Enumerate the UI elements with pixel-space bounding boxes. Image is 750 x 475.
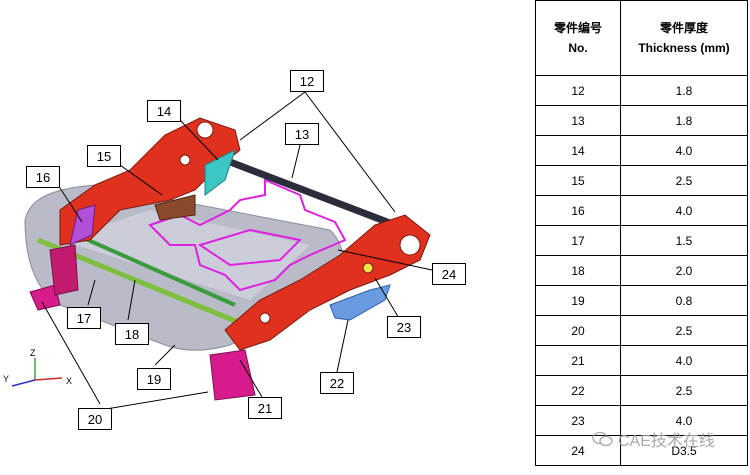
- callout-19: 19: [137, 368, 171, 390]
- callout-12: 12: [290, 70, 324, 92]
- hinge-15: [154, 194, 196, 221]
- axis-y-label: Y: [3, 374, 9, 384]
- header-part-no-cn: 零件编号: [553, 21, 602, 35]
- header-part-no-en: No.: [568, 41, 588, 55]
- cell-part-no: 18: [535, 255, 621, 286]
- cell-part-no: 19: [535, 285, 621, 316]
- cell-part-no: 16: [535, 195, 621, 226]
- cell-thickness: 2.5: [620, 315, 748, 346]
- right-rail-12: [224, 214, 431, 351]
- axis-z-label: Z: [30, 348, 36, 358]
- callout-14: 14: [147, 100, 181, 122]
- cell-thickness: 2.0: [620, 255, 748, 286]
- wechat-icon: [592, 431, 613, 447]
- cell-part-no: 12: [535, 75, 621, 106]
- callout-18: 18: [115, 323, 149, 345]
- callout-22: 22: [320, 372, 354, 394]
- callout-20: 20: [78, 408, 112, 430]
- callout-21: 21: [248, 397, 282, 419]
- cell-thickness: 4.0: [620, 135, 748, 166]
- cell-thickness: 0.8: [620, 285, 748, 316]
- leader-lines: [41, 91, 433, 411]
- callout-24: 24: [432, 263, 466, 285]
- seat-frame-figure: Z Y X 12 13 14 15 16 17 18 19 20 21 22 2…: [3, 70, 466, 430]
- bracket-20: [29, 284, 61, 311]
- rod-17: [69, 230, 236, 307]
- cell-thickness: 4.0: [620, 405, 748, 436]
- cell-part-no: 17: [535, 225, 621, 256]
- cell-thickness: D3.5: [620, 435, 748, 466]
- callout-23: 23: [387, 316, 421, 338]
- header-thickness: 零件厚度 Thickness (mm): [620, 0, 748, 76]
- callout-16: 16: [26, 166, 60, 188]
- bracket-22: [329, 284, 391, 321]
- cell-thickness: 1.8: [620, 75, 748, 106]
- cell-part-no: 21: [535, 345, 621, 376]
- bracket-21: [209, 349, 256, 401]
- cell-thickness: 2.5: [620, 165, 748, 196]
- callout-13: 13: [285, 123, 319, 145]
- link-14: [204, 149, 236, 196]
- table-header-row: 零件编号 No. 零件厚度 Thickness (mm): [535, 0, 748, 76]
- seat-frame-illustration: Z Y X: [3, 91, 433, 411]
- bracket-16: [69, 204, 96, 246]
- callout-17: 17: [67, 307, 101, 329]
- cell-thickness: 4.0: [620, 345, 748, 376]
- cell-part-no: 20: [535, 315, 621, 346]
- axis-x-label: X: [66, 376, 72, 386]
- callout-15: 15: [87, 145, 121, 167]
- cell-thickness: 2.5: [620, 375, 748, 406]
- watermark-text: CAE技术在线: [618, 433, 715, 450]
- cell-part-no: 22: [535, 375, 621, 406]
- cell-thickness: 1.8: [620, 105, 748, 136]
- header-thickness-en: Thickness (mm): [638, 41, 730, 55]
- watermark: CAE技术在线: [592, 427, 715, 451]
- header-part-no: 零件编号 No.: [535, 0, 621, 76]
- rear-tube-13: [221, 156, 399, 229]
- axis-triad: Z Y X: [3, 348, 72, 387]
- cell-part-no: 15: [535, 165, 621, 196]
- spring-wire: [148, 178, 347, 292]
- header-thickness-cn: 零件厚度: [659, 21, 708, 35]
- cell-part-no: 13: [535, 105, 621, 136]
- cell-thickness: 4.0: [620, 195, 748, 226]
- cell-thickness: 1.5: [620, 225, 748, 256]
- cell-part-no: 14: [535, 135, 621, 166]
